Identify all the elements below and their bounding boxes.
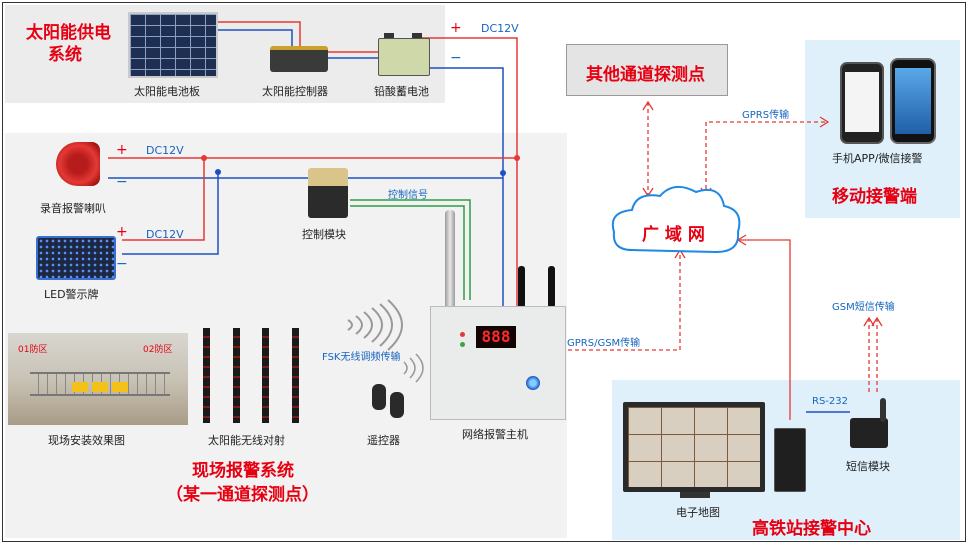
host-display: 888 <box>476 326 516 348</box>
rs232-label: RS-232 <box>812 396 848 407</box>
speaker-minus: − <box>116 174 128 190</box>
host-label: 网络报警主机 <box>462 428 528 441</box>
monitor-stand <box>680 492 710 498</box>
phone-screen <box>845 72 879 132</box>
zone2-label: 02防区 <box>143 345 173 355</box>
solar-title-line2: 系统 <box>48 45 82 65</box>
center-title: 高铁站接警中心 <box>752 519 871 539</box>
control-signal-label: 控制信号 <box>388 190 428 201</box>
sms-antenna <box>880 398 886 422</box>
gsm-antenna-right <box>548 266 555 308</box>
solar-panel-image <box>128 12 218 78</box>
battery-label: 铅酸蓄电池 <box>374 85 429 98</box>
led-minus: − <box>116 256 128 272</box>
phone-screen <box>895 68 931 134</box>
mobile-title: 移动接警端 <box>832 187 917 207</box>
sms-module-label: 短信模块 <box>846 460 890 473</box>
beam-label: 太阳能无线对射 <box>208 434 285 447</box>
other-points-label: 其他通道探测点 <box>586 65 705 85</box>
pc-tower <box>774 428 806 492</box>
solar-title-line1: 太阳能供电 <box>26 23 111 43</box>
battery-terminal <box>384 33 394 38</box>
battery-image <box>378 38 430 76</box>
beam-tower <box>262 328 269 423</box>
zone1-label: 01防区 <box>18 345 48 355</box>
speaker-image <box>56 142 100 186</box>
remote-control <box>372 384 386 410</box>
host-indicator-light <box>460 332 465 337</box>
led-board-label: LED警示牌 <box>44 288 99 301</box>
speaker-label: 录音报警喇叭 <box>40 202 106 215</box>
control-module-label: 控制模块 <box>302 228 346 241</box>
battery-plus-label: + <box>450 20 462 36</box>
wan-label: 广 域 网 <box>642 225 705 245</box>
led-dc12v: DC12V <box>146 228 184 241</box>
other-points-box <box>566 44 728 96</box>
beam-tower <box>233 328 240 423</box>
gprs-gsm-label: GPRS/GSM传输 <box>567 338 641 349</box>
field-title-line1: 现场报警系统 <box>192 461 294 481</box>
host-button <box>526 376 540 390</box>
host-antenna <box>445 210 455 310</box>
remote-control <box>390 392 404 418</box>
beam-tower <box>203 328 210 423</box>
led-board-image <box>36 236 116 280</box>
remote-label: 遥控器 <box>367 434 400 447</box>
solar-controller-label: 太阳能控制器 <box>262 85 328 98</box>
battery-dc12v-label: DC12V <box>481 22 519 35</box>
solar-controller-image <box>270 46 328 72</box>
field-title-line2: （某一通道探测点） <box>166 485 319 505</box>
electronic-map-screen <box>628 407 760 487</box>
relay-module-image <box>308 168 348 218</box>
battery-minus-label: − <box>450 50 462 66</box>
speaker-plus: + <box>116 142 128 158</box>
phone-label: 手机APP/微信接警 <box>832 152 923 165</box>
alarm-host <box>430 306 566 420</box>
speaker-dc12v: DC12V <box>146 144 184 157</box>
gsm-antenna-left <box>518 266 525 308</box>
battery-terminal <box>412 33 422 38</box>
host-indicator-light <box>460 342 465 347</box>
sms-module-image <box>850 418 888 448</box>
gprs-label: GPRS传输 <box>742 110 790 121</box>
map-label: 电子地图 <box>676 506 720 519</box>
beam-tower <box>292 328 299 423</box>
gsm-label: GSM短信传输 <box>832 302 895 313</box>
site-photo-label: 现场安装效果图 <box>48 434 125 447</box>
led-plus: + <box>116 224 128 240</box>
fsk-label: FSK无线调频传输 <box>322 352 401 363</box>
site-photo-signs <box>72 382 128 392</box>
solar-panel-label: 太阳能电池板 <box>134 85 200 98</box>
